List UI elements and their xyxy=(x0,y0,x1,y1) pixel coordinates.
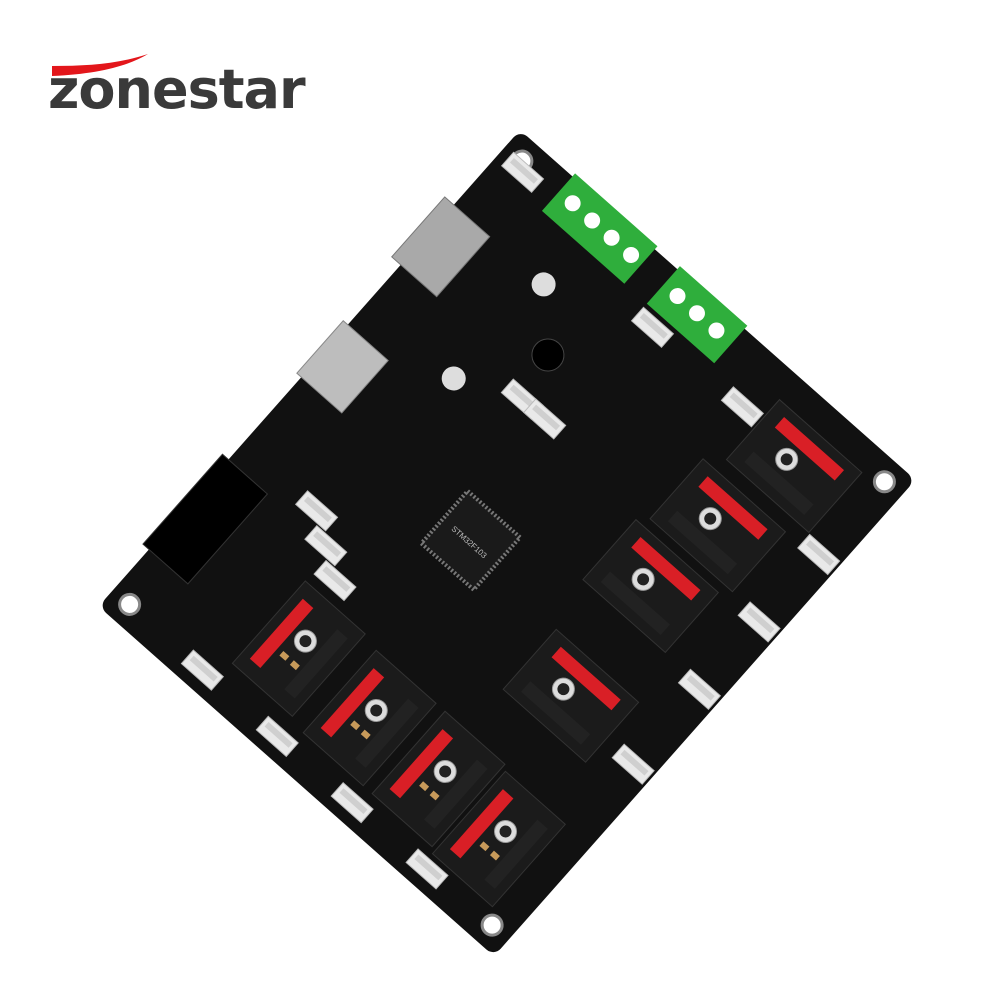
sd-card-slot xyxy=(296,320,389,414)
usb-port xyxy=(391,196,491,298)
power-terminal xyxy=(541,173,658,284)
heater-terminal xyxy=(646,266,748,364)
exp-header xyxy=(142,453,269,585)
zonestar-logo: zonestar xyxy=(48,52,338,122)
logo-swoosh xyxy=(52,54,148,76)
mcu-chip: STM32F103 xyxy=(418,488,523,593)
logo-text: zonestar xyxy=(48,58,306,121)
